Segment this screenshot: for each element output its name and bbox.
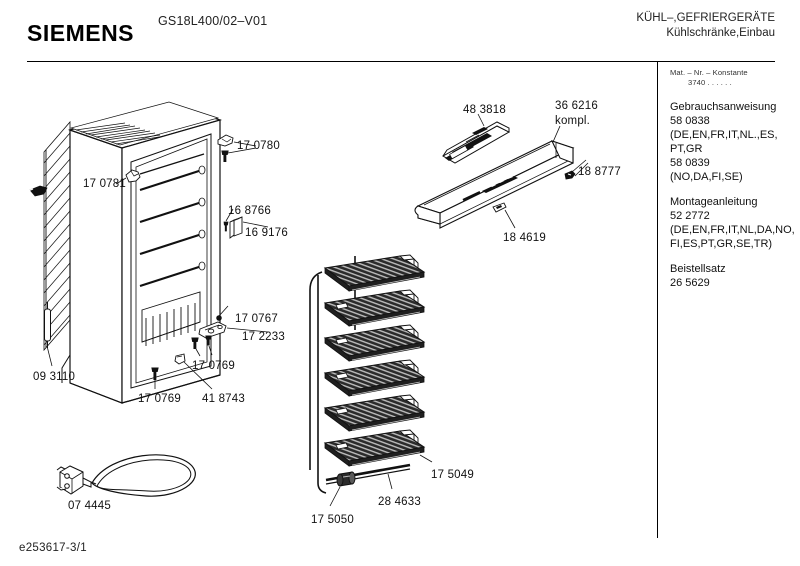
block-line: PT,GR	[670, 142, 703, 155]
roller-175050	[336, 471, 356, 487]
part-label-184619: 18 4619	[503, 232, 546, 244]
block-line: (NO,DA,FI,SE)	[670, 170, 743, 183]
part-label-170769-lower: 17 0769	[138, 393, 181, 405]
screw-170780	[221, 150, 229, 163]
block-line: (DE,EN,FR,IT,NL,DA,NO,	[670, 224, 795, 237]
foot-418743	[174, 353, 186, 365]
part-label-418743: 41 8743	[202, 393, 245, 405]
block-line: (DE,EN,FR,IT,NL.,ES,	[670, 128, 778, 141]
pin-170767	[216, 315, 222, 321]
category-line-1: KÜHL–,GEFRIERGERÄTE	[636, 12, 775, 24]
shelf	[323, 394, 426, 432]
sidebar-block-montageanleitung: Montageanleitung 52 2772 (DE,EN,FR,IT,NL…	[670, 195, 795, 251]
screw-170769-c	[151, 367, 159, 381]
sidebar-block-beistellsatz: Beistellsatz 26 5629	[670, 262, 795, 290]
door-panel-366216	[414, 140, 575, 229]
block-line: 52 2772	[670, 210, 710, 223]
part-label-170769-upper: 17 0769	[192, 360, 235, 372]
part-label-366216-kompl: kompl.	[555, 115, 591, 127]
part-label-074445: 07 4445	[68, 500, 111, 512]
sidebar-info-panel: Mat. – Nr. – Konstante 3740 . . . . . . …	[670, 68, 795, 290]
shelf	[323, 429, 426, 467]
screw-170769-b	[205, 335, 212, 346]
cabinet-bottom-grate	[141, 291, 201, 346]
part-label-172233: 17 2233	[242, 331, 285, 343]
siemens-logo: SIEMENS	[27, 20, 135, 46]
category-line-2: Kühlschränke,Einbau	[666, 27, 775, 39]
part-label-483818: 48 3818	[463, 104, 506, 116]
part-label-175050: 17 5050	[311, 514, 354, 526]
block-line: FI,ES,PT,GR,SE,TR)	[670, 238, 773, 251]
part-label-168766: 16 8766	[228, 205, 271, 217]
block-line: 26 5629	[670, 277, 710, 290]
block-line: 58 0839	[670, 156, 710, 169]
refrigerator-cabinet	[27, 101, 269, 404]
model-number: GS18L400/02–V01	[158, 14, 268, 28]
part-label-170767: 17 0767	[235, 313, 278, 325]
block-title: Gebrauchsanweisung	[670, 100, 777, 113]
pin-168766	[223, 221, 229, 232]
shelf	[323, 289, 426, 327]
hinge-172233	[198, 321, 227, 339]
part-label-175049: 17 5049	[431, 469, 474, 481]
coil-clip	[27, 185, 48, 197]
part-label-188777: 18 8777	[578, 166, 621, 178]
block-title: Montageanleitung	[670, 195, 758, 208]
control-module-483818	[441, 121, 511, 164]
screw-170769-a	[191, 337, 199, 350]
cabinet-shelf-rails	[139, 153, 205, 288]
block-title: Beistellsatz	[670, 263, 726, 276]
shelf	[323, 359, 426, 397]
hinge-170781	[125, 169, 141, 183]
block-line: 58 0838	[670, 114, 710, 127]
shelf	[323, 254, 426, 292]
header-divider-rule	[27, 61, 775, 62]
mat-nr-value: 3740 . . . . . .	[688, 78, 732, 88]
hinge-170780	[217, 134, 234, 147]
drain-tube-093110	[44, 302, 51, 348]
screw-188777	[564, 170, 576, 180]
cabinet-top-ribs	[69, 101, 220, 146]
part-label-170780: 17 0780	[237, 140, 280, 152]
part-label-093110: 09 3110	[33, 371, 76, 383]
shelf-rack-assembly	[309, 254, 426, 494]
power-cord-074445	[56, 454, 196, 497]
mat-nr-konstante: Mat. – Nr. – Konstante 3740 . . . . . .	[670, 68, 795, 89]
sidebar-block-gebrauchsanweisung: Gebrauchsanweisung 58 0838 (DE,EN,FR,IT,…	[670, 100, 795, 184]
part-label-284633: 28 4633	[378, 496, 421, 508]
sidebar-divider-rule	[657, 61, 658, 538]
clip-184619	[492, 202, 507, 213]
part-label-170781: 17 0781	[83, 178, 126, 190]
part-label-366216: 36 6216	[555, 100, 598, 112]
block-169176	[229, 216, 243, 239]
document-code: e253617-3/1	[19, 542, 87, 554]
part-label-169176: 16 9176	[245, 227, 288, 239]
shelf	[323, 324, 426, 362]
mat-nr-label: Mat. – Nr. – Konstante	[670, 68, 748, 77]
